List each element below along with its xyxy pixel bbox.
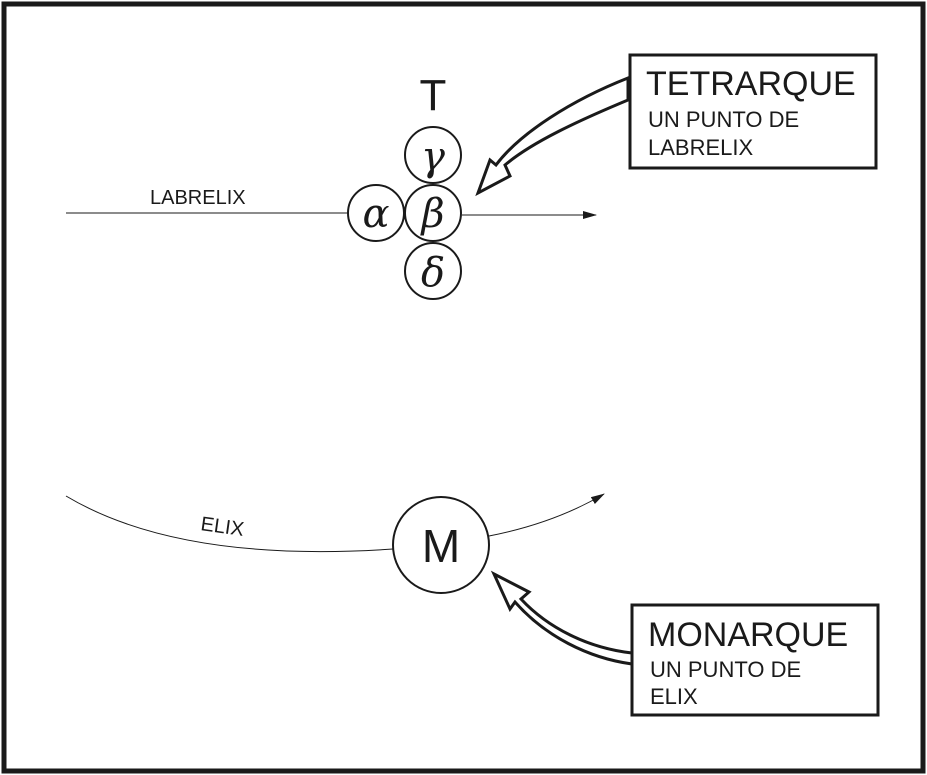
tetrarque-callout-title: TETRARQUE — [646, 65, 856, 103]
node-alpha-label: α — [362, 191, 389, 237]
monarque-callout-arrow — [490, 570, 634, 666]
node-gamma: γ — [404, 126, 462, 184]
elix-curve-left — [65, 495, 394, 553]
tetrarque-callout-line2: LABRELIX — [648, 135, 753, 160]
monarque-symbol: M — [422, 520, 460, 572]
tetrarque-symbol: T — [420, 71, 447, 120]
labrelix-label: LABRELIX — [150, 187, 246, 209]
node-gamma-label: γ — [421, 134, 445, 180]
monarque-node: M — [392, 496, 490, 594]
node-alpha: α — [347, 184, 405, 242]
monarque-group: ELIX M MONARQUE UN PUNTO DE ELIX — [65, 493, 880, 717]
node-delta: δ — [404, 242, 462, 300]
tetrarque-callout-line1: UN PUNTO DE — [648, 107, 799, 132]
tetrarque-callout-box — [628, 53, 878, 170]
monarque-callout-title: MONARQUE — [648, 616, 848, 654]
monarque-callout-line1: UN PUNTO DE — [650, 657, 801, 682]
elix-label: ELIX — [199, 513, 245, 541]
monarque-callout-box — [630, 603, 880, 717]
node-beta-label: β — [419, 191, 444, 237]
tetrarque-callout-arrow — [475, 75, 630, 197]
node-beta: β — [404, 184, 462, 242]
monarque-callout-line2: ELIX — [650, 684, 698, 709]
node-delta-label: δ — [421, 250, 445, 296]
tetrarque-group: LABRELIX T γ α β δ TETRARQUE UN PUNTO DE… — [66, 53, 878, 300]
elix-curve-right — [488, 493, 605, 537]
